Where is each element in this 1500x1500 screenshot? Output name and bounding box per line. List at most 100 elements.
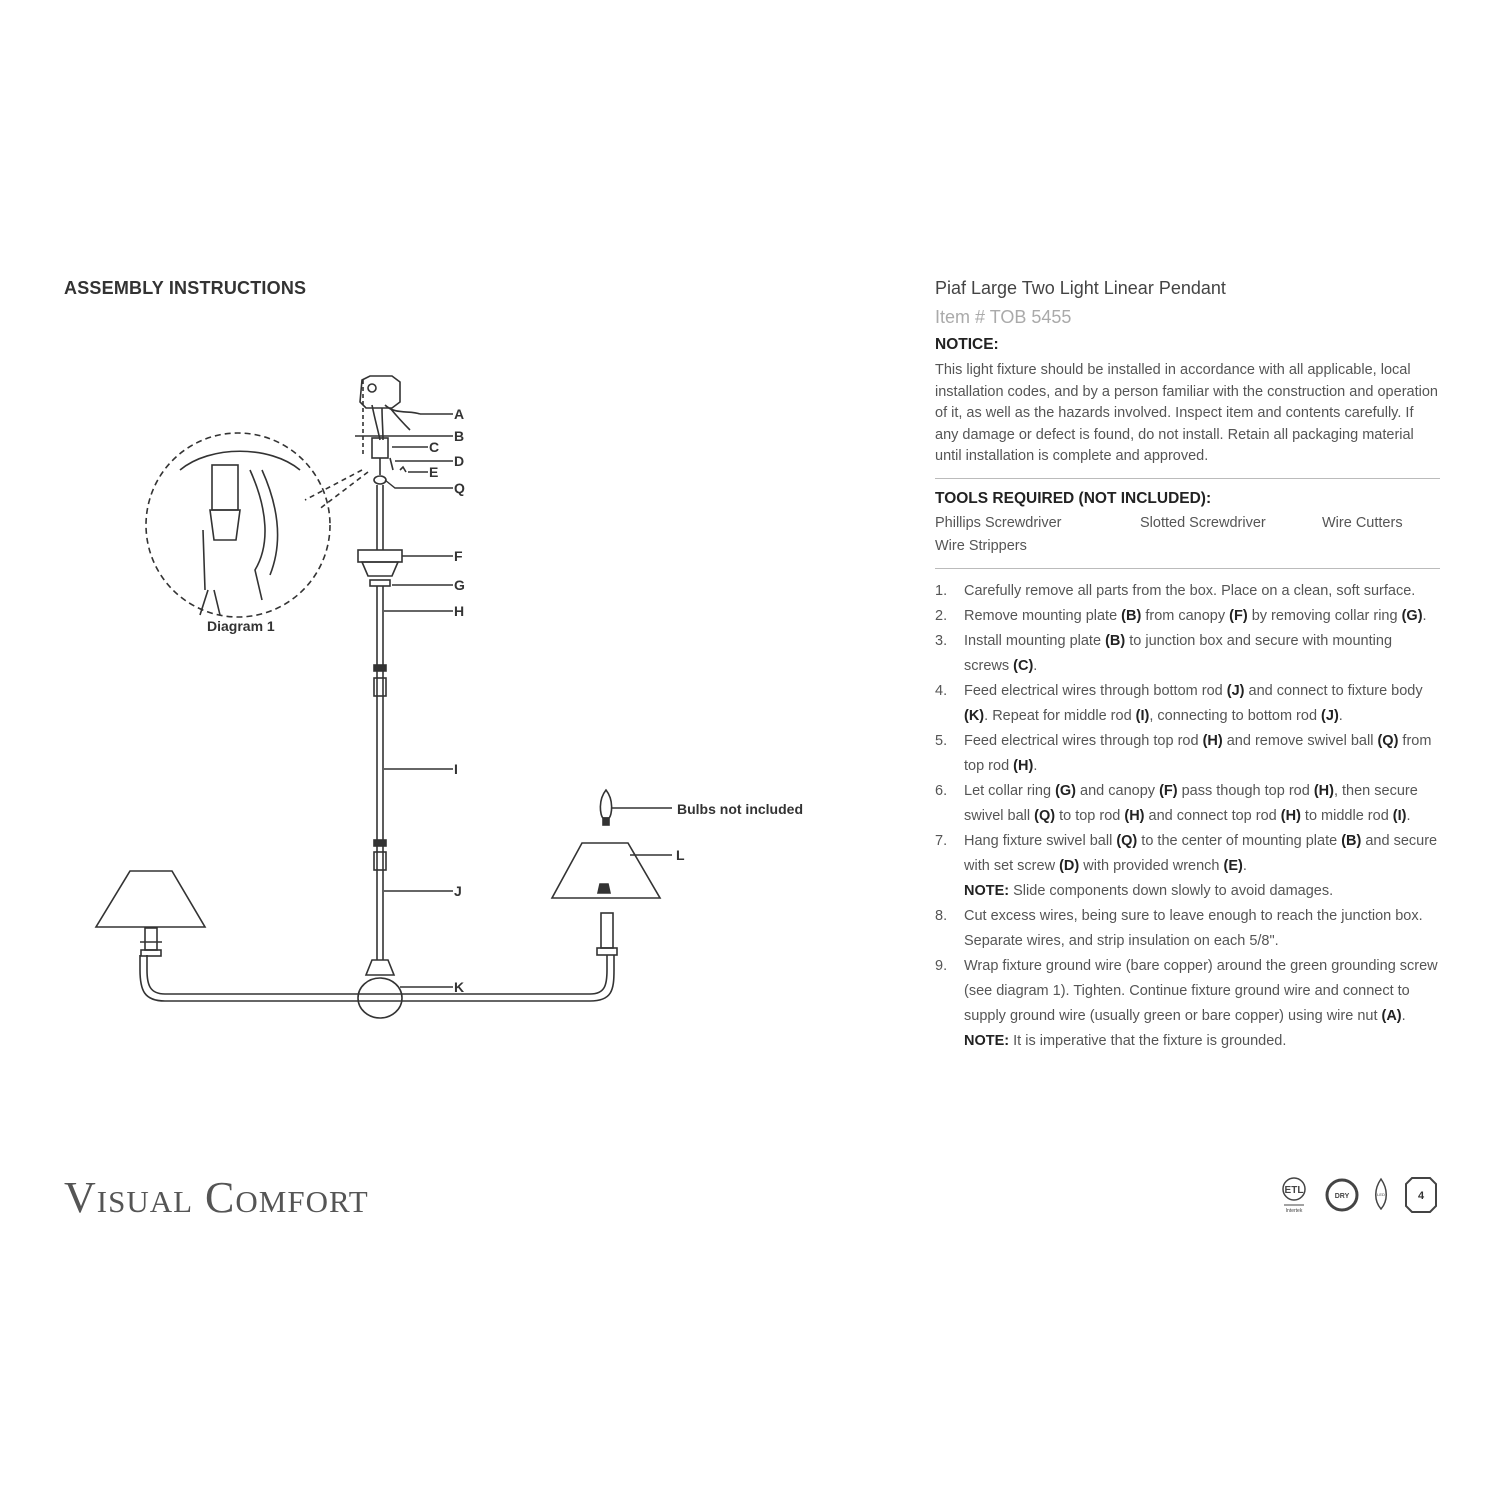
step-body: Feed electrical wires through bottom rod…	[964, 679, 1440, 729]
divider	[935, 567, 1440, 569]
step-text: with provided wrench	[1079, 857, 1224, 874]
tool-item: Wire Cutters	[1322, 514, 1403, 531]
etl-listed-icon: ETL Intertek	[1282, 1177, 1306, 1214]
diagram1-detail	[145, 432, 331, 618]
instruction-step: 8. Cut excess wires, being sure to leave…	[935, 904, 1440, 954]
part-label-e: E	[429, 464, 438, 480]
bold-ref: (A)	[1381, 1007, 1402, 1024]
step-text: to middle rod	[1300, 807, 1393, 824]
bold-ref: (G)	[1055, 782, 1077, 799]
step-text: . Repeat for middle rod	[984, 707, 1136, 724]
step-text: .	[1338, 707, 1343, 724]
dry-text: DRY	[1335, 1193, 1350, 1200]
step-text: , connecting to bottom rod	[1149, 707, 1322, 724]
notice-heading: NOTICE:	[935, 336, 999, 353]
step-number: 2.	[935, 607, 948, 624]
step-text: .	[1242, 857, 1247, 874]
bold-ref: (K)	[964, 707, 985, 724]
divider	[935, 477, 1440, 479]
part-label-g: G	[454, 577, 465, 593]
led-text: LED	[1377, 1192, 1385, 1197]
step-text: Remove mounting plate	[964, 607, 1122, 624]
step-text: to junction box and secure with mounting…	[964, 632, 1393, 674]
part-label-c: C	[429, 439, 439, 455]
step-number: 3.	[935, 632, 948, 649]
canopy-nut	[371, 437, 389, 459]
bold-ref: (C)	[1013, 657, 1034, 674]
bold-ref: (B)	[1121, 607, 1142, 624]
step-text: Wrap fixture ground wire (bare copper) a…	[964, 957, 1438, 1024]
step-text: Feed electrical wires through bottom rod	[964, 682, 1227, 699]
step-number: 8.	[935, 907, 948, 924]
step-text: Cut excess wires, being sure to leave en…	[964, 907, 1423, 949]
step-text: and connect to fixture body	[1244, 682, 1423, 699]
bold-ref: (I)	[1135, 707, 1150, 724]
step-text: .	[1033, 757, 1038, 774]
etl-text: ETL	[1285, 1185, 1304, 1196]
bold-ref: (D)	[1059, 857, 1080, 874]
step-text: from canopy	[1141, 607, 1230, 624]
instruction-step: 9. Wrap fixture ground wire (bare copper…	[935, 954, 1440, 1054]
step-text: , then secure swivel ball	[964, 782, 1418, 824]
tools-heading: TOOLS REQUIRED (NOT INCLUDED):	[935, 489, 1212, 507]
tool-item: Slotted Screwdriver	[1140, 514, 1266, 531]
bold-ref: NOTE:	[964, 1032, 1010, 1049]
bold-ref: (E)	[1223, 857, 1243, 874]
instruction-step: 5. Feed electrical wires through top rod…	[935, 729, 1440, 779]
notice-text: This light fixture should be installed i…	[935, 362, 1438, 464]
bold-ref: (F)	[1159, 782, 1178, 799]
bold-ref: (H)	[1280, 807, 1301, 824]
steps-list: 1. Carefully remove all parts from the b…	[935, 579, 1440, 1054]
bold-ref: (H)	[1013, 757, 1034, 774]
step-number: 5.	[935, 732, 948, 749]
canopy	[357, 549, 403, 563]
step-text: to the center of mounting plate	[1137, 832, 1342, 849]
bold-ref: (H)	[1124, 807, 1145, 824]
part-label-j: J	[454, 883, 462, 899]
section-heading: ASSEMBLY INSTRUCTIONS	[64, 278, 307, 298]
bold-ref: (Q)	[1034, 807, 1056, 824]
left-lamp	[94, 870, 207, 957]
bold-ref: (H)	[1313, 782, 1334, 799]
instruction-step: 4. Feed electrical wires through bottom …	[935, 679, 1440, 729]
step-body: Carefully remove all parts from the box.…	[964, 579, 1415, 604]
instruction-step: 6. Let collar ring (G) and canopy (F) pa…	[935, 779, 1440, 829]
bulb-icon	[599, 788, 613, 819]
step-text: Slide components down slowly to avoid da…	[1009, 882, 1334, 899]
instructions-column: Piaf Large Two Light Linear Pendant Item…	[935, 278, 1440, 1054]
tool-item: Phillips Screwdriver	[935, 514, 1062, 531]
bold-ref: (F)	[1229, 607, 1248, 624]
tool-item: Wire Strippers	[935, 537, 1027, 554]
step-number: 9.	[935, 957, 948, 974]
step-text: Carefully remove all parts from the box.…	[964, 582, 1416, 599]
etl-sub-text: Intertek	[1286, 1208, 1303, 1214]
step-text: and remove swivel ball	[1222, 732, 1378, 749]
step-body: Feed electrical wires through top rod (H…	[964, 729, 1440, 779]
step-text: and secure with set screw	[964, 832, 1438, 874]
step-body: Install mounting plate (B) to junction b…	[964, 629, 1440, 679]
bulb-count-icon: 4	[1405, 1177, 1437, 1213]
step-text: .	[1401, 1007, 1406, 1024]
step-text: .	[1033, 657, 1038, 674]
diagram1-label: Diagram 1	[207, 618, 275, 634]
step-body: Wrap fixture ground wire (bare copper) a…	[964, 954, 1440, 1054]
brand-logo: Visual Comfort	[64, 1173, 369, 1222]
item-number: Item # TOB 5455	[935, 307, 1072, 327]
bulb-count: 4	[1418, 1190, 1425, 1202]
product-title: Piaf Large Two Light Linear Pendant	[935, 278, 1226, 298]
step-number: 4.	[935, 682, 948, 699]
part-label-f: F	[454, 548, 463, 564]
step-text: .	[1422, 607, 1427, 624]
step-number: 1.	[935, 582, 948, 599]
bold-ref: (I)	[1392, 807, 1407, 824]
bold-ref: (B)	[1105, 632, 1126, 649]
step-text: and connect top rod	[1144, 807, 1281, 824]
led-bulb-icon: LED	[1375, 1177, 1387, 1211]
bold-ref: (J)	[1226, 682, 1245, 699]
step-body: Cut excess wires, being sure to leave en…	[964, 904, 1440, 954]
step-text: from top rod	[964, 732, 1432, 774]
right-lamp	[550, 788, 662, 956]
dry-rated-icon: DRY	[1325, 1178, 1359, 1212]
step-text: Let collar ring	[964, 782, 1056, 799]
swivel-ball	[373, 475, 387, 485]
